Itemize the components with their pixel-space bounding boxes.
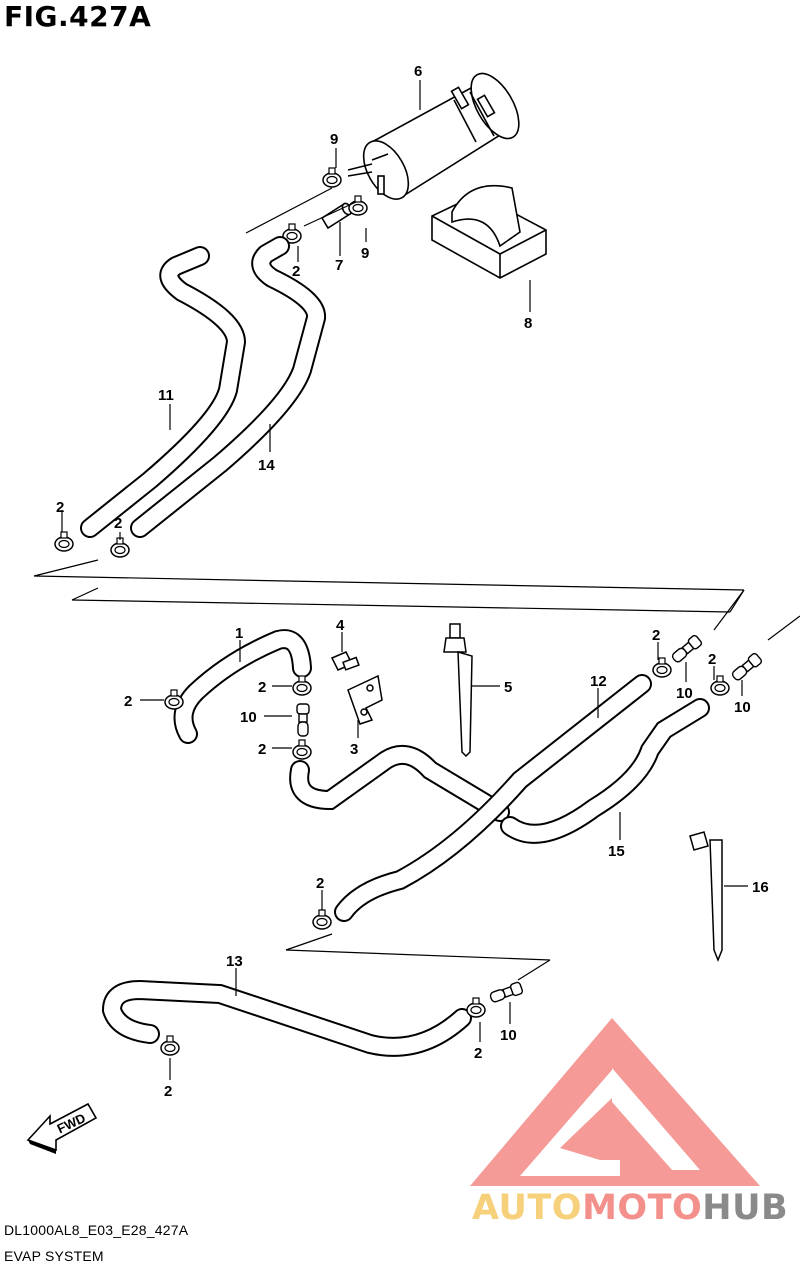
hose-joint <box>669 633 704 665</box>
hose-12 <box>334 674 652 922</box>
hose-clamp <box>54 531 74 552</box>
cable-tie <box>443 623 473 758</box>
hose-11 <box>80 246 246 538</box>
callout-2: 2 <box>258 679 266 696</box>
callout-4: 4 <box>336 617 345 634</box>
diagram-code: DL1000AL8_E03_E28_427A <box>4 1222 189 1238</box>
hose-clamp <box>110 537 130 558</box>
bolt <box>330 651 360 671</box>
callout-9: 9 <box>361 245 369 262</box>
watermark-hub: HUB <box>702 1188 789 1228</box>
callout-5: 5 <box>504 679 512 696</box>
canister-bracket <box>431 184 547 279</box>
hose-clamp <box>466 997 486 1018</box>
callout-10: 10 <box>240 709 257 726</box>
callout-16: 16 <box>752 879 769 896</box>
callout-10: 10 <box>500 1027 517 1044</box>
hose-joint <box>488 980 524 1005</box>
hose-15 <box>500 698 710 844</box>
watermark-brand: AUTOMOTOHUB <box>472 1188 788 1228</box>
hose-clamp <box>312 909 332 930</box>
callout-2: 2 <box>292 263 300 280</box>
tie-rod <box>689 831 723 963</box>
callout-2: 2 <box>114 515 122 532</box>
callout-11: 11 <box>158 387 174 404</box>
callout-2: 2 <box>652 627 660 644</box>
bracket <box>347 674 383 725</box>
figure-title: FIG.427A <box>4 0 152 33</box>
callout-2: 2 <box>474 1045 482 1062</box>
hose-clamp <box>292 739 312 760</box>
callout-6: 6 <box>414 63 422 80</box>
callout-1: 1 <box>235 625 243 642</box>
callout-13: 13 <box>226 953 243 970</box>
hose-clamp <box>164 689 184 710</box>
callout-7: 7 <box>335 257 343 274</box>
callout-labels: 6 9 9 7 2 8 11 14 2 2 1 4 5 12 2 2 10 2 … <box>56 63 769 1100</box>
callout-2: 2 <box>258 741 266 758</box>
callout-2: 2 <box>316 875 324 892</box>
hose-clamp <box>652 657 672 678</box>
callout-2: 2 <box>708 651 716 668</box>
callout-10: 10 <box>676 685 693 702</box>
callout-2: 2 <box>124 693 132 710</box>
callout-15: 15 <box>608 843 625 860</box>
system-name: EVAP SYSTEM <box>4 1248 104 1264</box>
hose-14 <box>130 236 326 538</box>
section-separator <box>33 187 745 613</box>
callout-3: 3 <box>350 741 358 758</box>
callout-14: 14 <box>258 457 275 474</box>
callout-8: 8 <box>524 315 532 332</box>
hose-13 <box>101 979 472 1057</box>
callout-2: 2 <box>164 1083 172 1100</box>
canister <box>347 72 520 200</box>
hose-1 <box>173 629 312 744</box>
section-separator-right <box>713 589 800 641</box>
callout-12: 12 <box>590 673 607 690</box>
leader-lines <box>61 80 748 1080</box>
callout-9: 9 <box>330 131 338 148</box>
watermark-auto: AUTO <box>472 1188 583 1228</box>
forward-arrow-icon: FWD <box>26 1102 98 1154</box>
section-separator-lower <box>285 933 551 981</box>
watermark-moto: MOTO <box>582 1188 703 1228</box>
hose-clamp <box>322 167 342 188</box>
hose-clamp <box>348 195 368 216</box>
hose-middle <box>289 744 510 822</box>
hose-joint <box>729 651 764 683</box>
callout-10: 10 <box>734 699 751 716</box>
hose-clamp <box>160 1035 180 1056</box>
hose-joint <box>296 703 310 737</box>
automotohub-logo-icon <box>470 1018 760 1186</box>
hose-clamp <box>292 675 312 696</box>
callout-2: 2 <box>56 499 64 516</box>
